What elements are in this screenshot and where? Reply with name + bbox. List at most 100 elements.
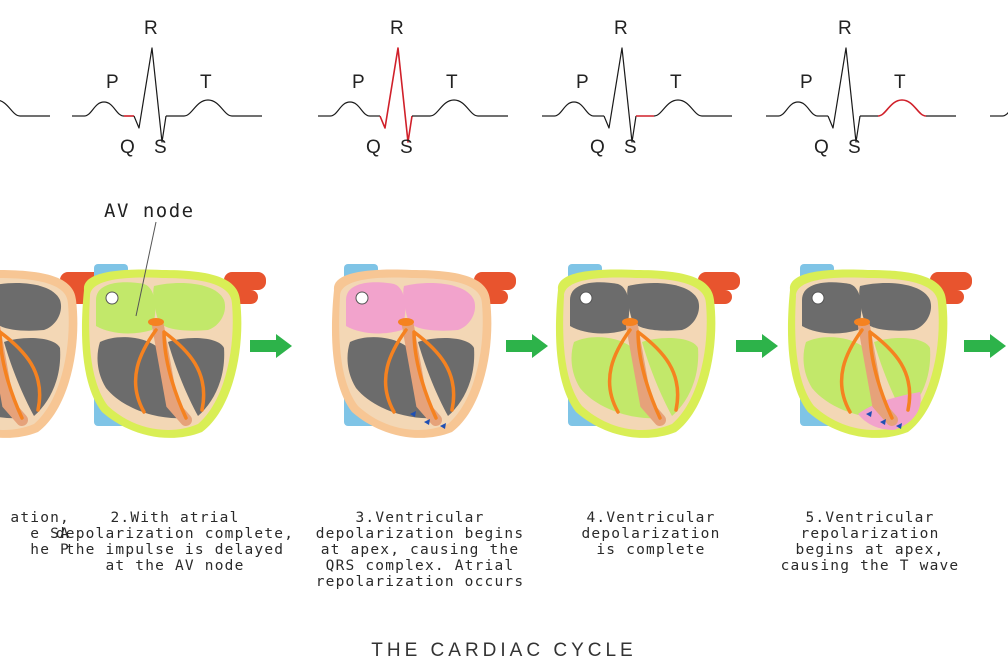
heart-stage-4	[555, 264, 740, 438]
septum	[0, 325, 28, 426]
right-atrium	[346, 282, 406, 334]
ecg-segment	[553, 101, 595, 117]
caption-line: depolarization complete,	[55, 526, 295, 542]
purkinje-fibers	[133, 328, 206, 420]
impulse-arrow	[424, 419, 430, 425]
ecg-segment	[429, 99, 479, 117]
aorta	[930, 272, 972, 290]
left-atrium	[859, 282, 932, 331]
caption-line: the impulse is delayed	[65, 542, 285, 558]
septum	[152, 320, 192, 426]
ecg-label-p: P	[576, 72, 589, 93]
caption-line: repolarization occurs	[315, 574, 525, 590]
ecg-label-t: T	[200, 72, 212, 93]
ecg-label-s: S	[848, 137, 861, 158]
ecg-segment	[329, 101, 371, 117]
impulse-arrow	[896, 423, 902, 429]
ecg-label-q: Q	[814, 137, 829, 158]
sa-node	[811, 291, 825, 305]
left-atrium	[153, 282, 226, 331]
septum	[626, 320, 666, 426]
aorta	[474, 272, 516, 290]
ecg-label-t: T	[446, 72, 458, 93]
ecg-label-p: P	[800, 72, 813, 93]
left-ventricle	[418, 338, 475, 416]
septum	[858, 320, 898, 426]
caption-line: 3.Ventricular	[355, 510, 485, 526]
ecg-label-s: S	[400, 137, 413, 158]
ecg-label-r: R	[838, 18, 852, 39]
ecg-label-q: Q	[366, 137, 381, 158]
ecg-highlight-segment	[877, 99, 927, 117]
impulse-arrow	[440, 423, 446, 429]
caption-line: at the AV node	[105, 558, 245, 574]
av-node-label: AV node	[104, 200, 195, 222]
ecg-label-p: P	[106, 72, 119, 93]
av-node	[148, 318, 164, 326]
caption-line: begins at apex,	[795, 542, 945, 558]
ecg-label-s: S	[154, 137, 167, 158]
av-node	[622, 318, 638, 326]
caption-line: repolarization	[800, 526, 940, 542]
ecg-label-s: S	[624, 137, 637, 158]
impulse-arrow	[880, 419, 886, 425]
sa-node	[579, 291, 593, 305]
purkinje-fibers	[607, 328, 680, 420]
right-atrium	[802, 282, 862, 334]
caption-line: e SA	[30, 526, 70, 542]
av-node	[854, 318, 870, 326]
stage-arrow	[736, 334, 778, 358]
hearts	[0, 221, 972, 438]
ecg-segment	[1001, 111, 1008, 117]
right-ventricle	[803, 337, 890, 419]
ecg-strips: PRTQSPRTQSPRTQSPRTQSPRTQSPRTQS	[0, 18, 1008, 158]
left-ventricle	[4, 338, 61, 416]
right-ventricle	[571, 337, 658, 419]
av-node	[398, 318, 414, 326]
stage-arrow	[506, 334, 548, 358]
caption-line: 5.Ventricular	[805, 510, 935, 526]
diagram-title: THE CARDIAC CYCLE	[371, 640, 637, 661]
ecg-label-t: T	[670, 72, 682, 93]
caption-line: 4.Ventricular	[586, 510, 716, 526]
ecg-label-t: T	[894, 72, 906, 93]
caption-line: depolarization begins	[315, 526, 525, 542]
caption-line: he P	[30, 542, 70, 558]
heart-stage-5	[787, 264, 972, 438]
ecg-segment	[133, 47, 167, 143]
purkinje-fibers	[383, 328, 456, 420]
ecg-segment	[83, 101, 125, 117]
av-node-leader	[135, 221, 157, 317]
caption-line: ation,	[10, 510, 70, 526]
purkinje-fibers	[0, 330, 42, 420]
ecg-segment	[0, 100, 21, 117]
impulse-arrow	[866, 411, 872, 417]
ecg-label-r: R	[390, 18, 404, 39]
ecg-label-q: Q	[120, 137, 135, 158]
left-ventricle	[642, 338, 699, 416]
stage-arrow	[964, 334, 1006, 358]
left-atrium	[403, 282, 476, 331]
ecg-segment	[827, 47, 861, 143]
ecg-highlight-segment	[379, 47, 413, 143]
left-ventricle	[168, 338, 225, 416]
stage-arrow	[250, 334, 292, 358]
caption-line: causing the T wave	[780, 558, 960, 574]
right-ventricle	[97, 337, 184, 419]
right-ventricle	[347, 337, 434, 419]
sa-node	[355, 291, 369, 305]
caption-line: depolarization	[581, 526, 721, 542]
ecg-segment	[653, 99, 703, 117]
ecg-label-r: R	[614, 18, 628, 39]
